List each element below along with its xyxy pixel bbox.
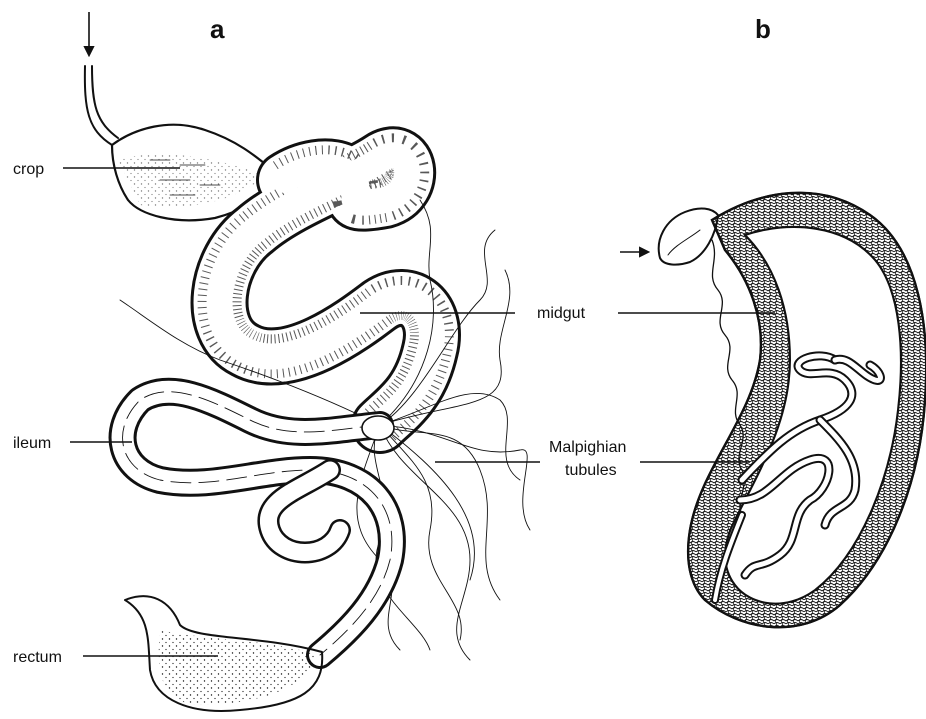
panel-label-a: a — [210, 14, 225, 44]
panel-b-gut — [620, 193, 926, 627]
panel-a-gut — [85, 12, 530, 711]
label-malpighian-line2: tubules — [565, 462, 617, 479]
foregut-b — [659, 208, 718, 264]
pylorus — [362, 416, 394, 440]
panel-label-b: b — [755, 14, 771, 44]
label-malpighian-line1: Malpighian — [549, 439, 626, 456]
esophagus — [85, 66, 112, 145]
label-crop: crop — [13, 161, 44, 178]
label-ileum: ileum — [13, 435, 51, 452]
midgut-organ — [220, 155, 432, 425]
ileum-organ — [123, 392, 392, 655]
label-rectum: rectum — [13, 649, 62, 666]
label-midgut: midgut — [537, 305, 586, 322]
